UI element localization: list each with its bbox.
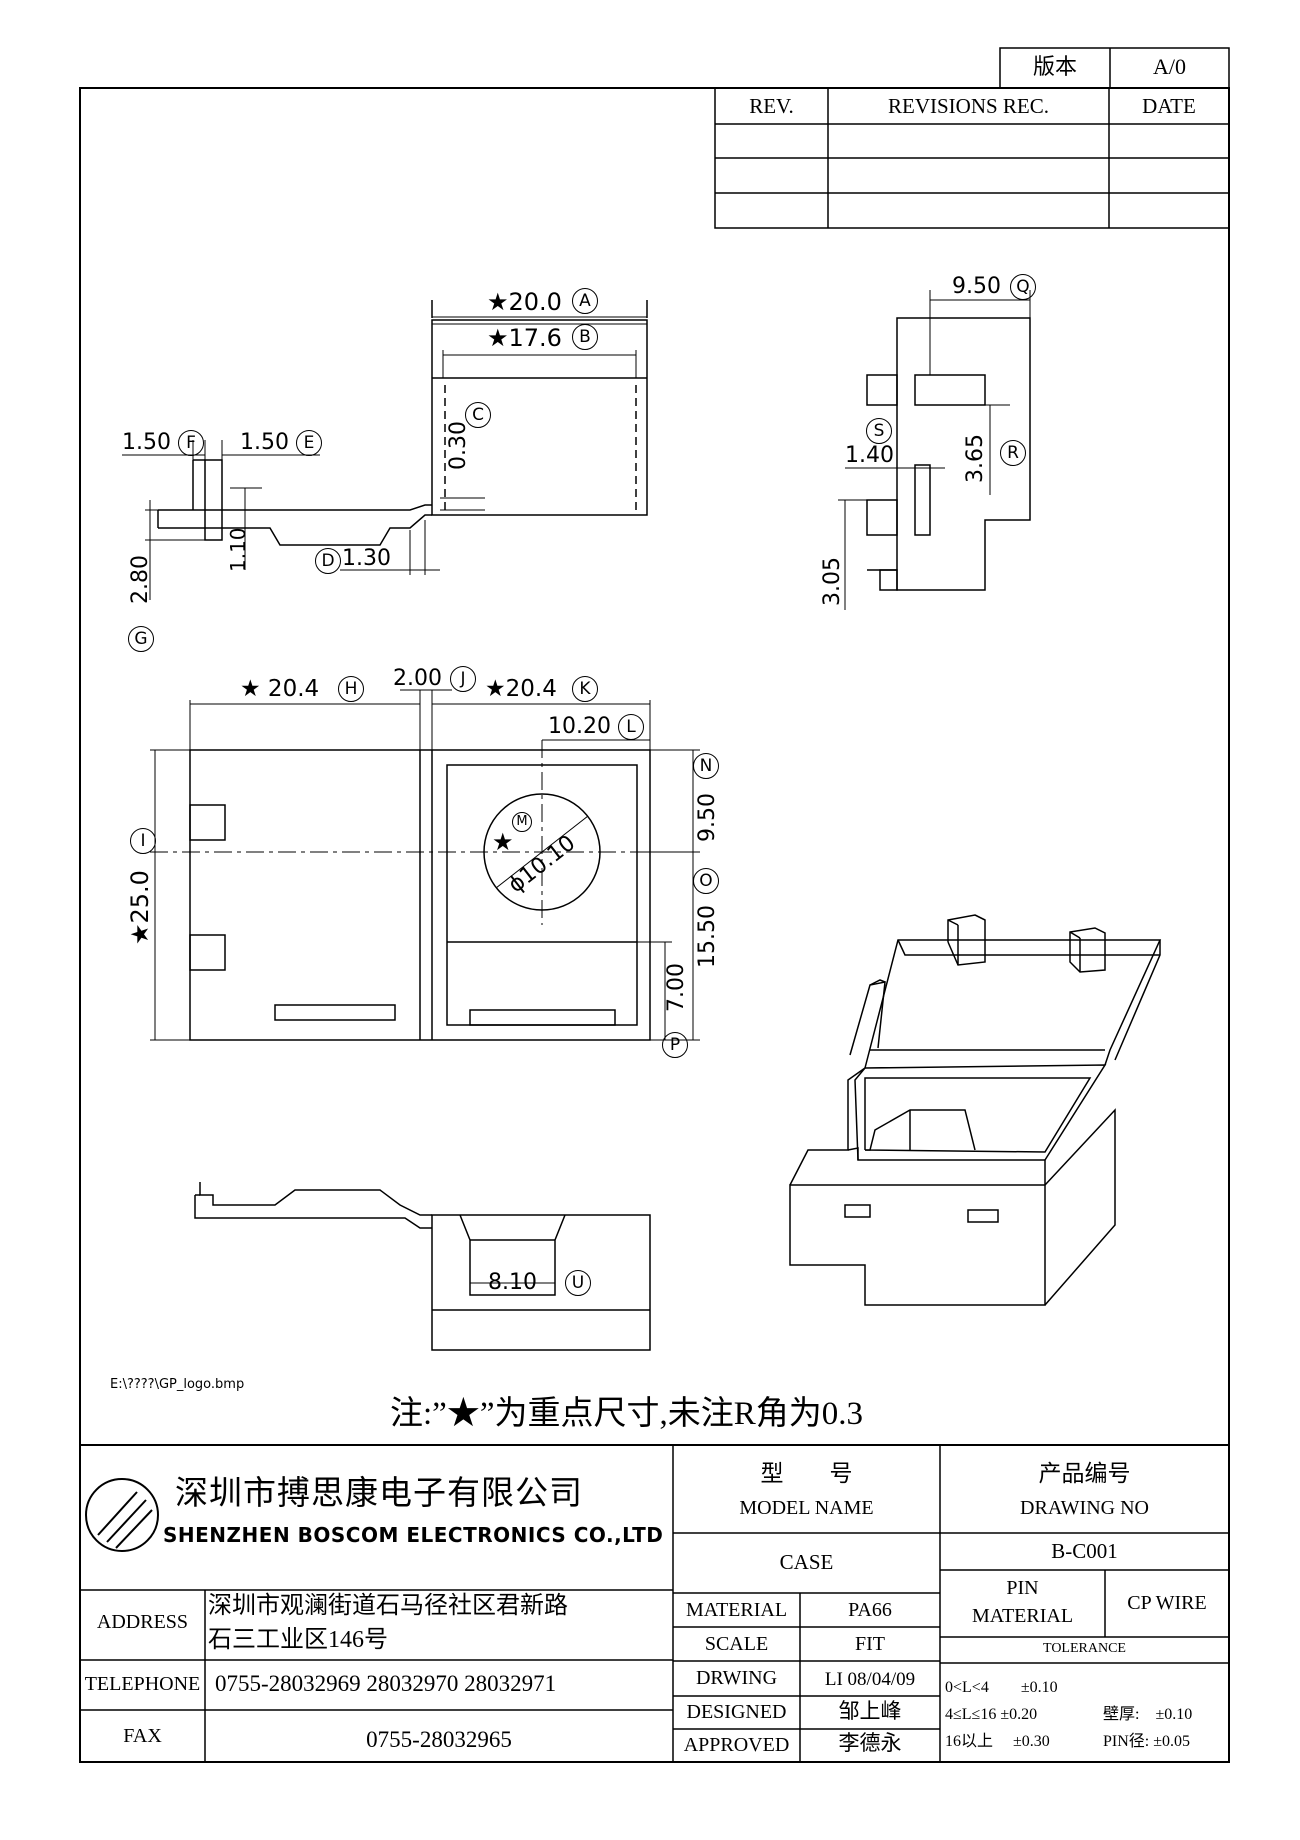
label-i: I <box>130 828 156 854</box>
label-k: K <box>572 676 598 702</box>
title-block <box>80 1444 1229 1762</box>
label-m: M <box>512 812 532 832</box>
version-value: A/0 <box>1153 54 1186 79</box>
dim-k: ★20.4 <box>485 676 557 702</box>
dim-m-star: ★ <box>492 828 514 856</box>
label-e: E <box>296 430 322 456</box>
dim-c: 0.30 <box>446 421 471 470</box>
dim-q: 9.50 <box>952 274 1001 299</box>
model-name-en: MODEL NAME <box>739 1497 874 1519</box>
label-o: O <box>693 868 719 894</box>
row-material-label: MATERIAL <box>685 1599 788 1621</box>
dim-1-10: 1.10 <box>226 527 250 572</box>
label-j: J <box>450 666 476 692</box>
label-g: G <box>128 626 154 652</box>
dim-e: 1.50 <box>240 430 289 455</box>
label-n: N <box>693 753 719 779</box>
dim-h: ★ 20.4 <box>240 676 320 702</box>
drawing-note: 注:”★”为重点尺寸,未注R角为0.3 <box>390 1396 863 1432</box>
row-drwing-value: LI 08/04/09 <box>824 1669 916 1690</box>
side-view <box>838 290 1031 610</box>
dim-n: 9.50 <box>695 793 720 842</box>
dim-d: 1.30 <box>342 546 391 571</box>
row-material-value: PA66 <box>848 1599 892 1621</box>
tolerance-3: 16以上 ±0.30 <box>945 1733 1050 1750</box>
row-designed-label: DESIGNED <box>686 1701 787 1723</box>
dim-s: 1.40 <box>845 443 894 468</box>
label-u: U <box>565 1270 591 1296</box>
date-header: DATE <box>1142 94 1196 118</box>
dim-r: 3.65 <box>963 434 988 483</box>
version-label: 版本 <box>1032 54 1077 79</box>
dim-3-05: 3.05 <box>820 557 845 606</box>
telephone-label: TELEPHONE <box>84 1673 201 1695</box>
company-name-en: SHENZHEN BOSCOM ELECTRONICS CO.,LTD <box>163 1523 664 1547</box>
rev-header: REV. <box>749 94 794 118</box>
model-name-cn: 型 号 <box>760 1461 853 1486</box>
dim-u: 8.10 <box>488 1270 537 1295</box>
telephone-value: 0755-28032969 28032970 28032971 <box>215 1671 557 1696</box>
fax-value: 0755-28032965 <box>366 1727 512 1752</box>
tolerance-2: 4≤L≤16 ±0.20 <box>945 1706 1038 1723</box>
isometric-view <box>789 914 1162 1306</box>
label-q: Q <box>1010 274 1036 300</box>
label-b: B <box>572 324 598 350</box>
dim-o: 15.50 <box>695 905 720 968</box>
top-view <box>150 689 700 1041</box>
fax-label: FAX <box>123 1725 162 1747</box>
drawing-frame <box>79 87 1230 1763</box>
label-c: C <box>465 402 491 428</box>
label-l: L <box>618 714 644 740</box>
row-approved-value: 李德永 <box>838 1731 902 1755</box>
row-approved-label: APPROVED <box>683 1734 790 1756</box>
tolerance-pin: PIN径: ±0.05 <box>1103 1733 1191 1750</box>
dim-b: ★17.6 <box>487 324 562 352</box>
dim-p: 7.00 <box>664 963 689 1012</box>
label-a: A <box>572 288 598 314</box>
pin-value: CP WIRE <box>1127 1592 1207 1614</box>
address-label: ADDRESS <box>96 1611 189 1633</box>
row-scale-label: SCALE <box>704 1633 769 1655</box>
dim-a: ★20.0 <box>487 288 562 316</box>
pin-label-1: PIN <box>1006 1577 1039 1599</box>
row-drwing-label: DRWING <box>695 1667 778 1689</box>
company-name-cn: 深圳市搏思康电子有限公司 <box>175 1476 583 1512</box>
dim-f: 1.50 <box>122 430 171 455</box>
front-view <box>122 300 648 600</box>
dim-l: 10.20 <box>548 714 611 739</box>
label-d: D <box>315 548 341 574</box>
model-value: CASE <box>779 1550 834 1574</box>
label-s: S <box>866 418 892 444</box>
label-r: R <box>1000 440 1026 466</box>
row-designed-value: 邹上峰 <box>838 1699 902 1723</box>
revision-table <box>714 47 1230 229</box>
pin-label-2: MATERIAL <box>971 1605 1074 1627</box>
tolerance-wall: 壁厚: ±0.10 <box>1103 1706 1193 1723</box>
company-logo <box>85 1478 159 1552</box>
revisions-rec-header: REVISIONS REC. <box>887 94 1050 118</box>
dim-j: 2.00 <box>393 666 442 691</box>
address-line2: 石三工业区146号 <box>208 1627 388 1653</box>
section-view <box>194 1182 651 1351</box>
label-p: P <box>662 1032 688 1058</box>
drawing-no-en: DRAWING NO <box>1020 1497 1149 1519</box>
tolerance-title: TOLERANCE <box>1043 1641 1126 1656</box>
label-f: F <box>178 430 204 456</box>
drawing-no-value: B-C001 <box>1051 1539 1118 1563</box>
label-h: H <box>338 676 364 702</box>
address-line1: 深圳市观澜街道石马径社区君新路 <box>208 1593 568 1619</box>
row-scale-value: FIT <box>855 1633 885 1655</box>
file-path: E:\????\GP_logo.bmp <box>110 1377 245 1392</box>
dim-g: 2.80 <box>128 555 153 604</box>
drawing-no-cn: 产品编号 <box>1038 1461 1131 1486</box>
tolerance-1: 0<L<4 ±0.10 <box>945 1679 1058 1696</box>
dim-i: ★25.0 <box>126 870 154 945</box>
